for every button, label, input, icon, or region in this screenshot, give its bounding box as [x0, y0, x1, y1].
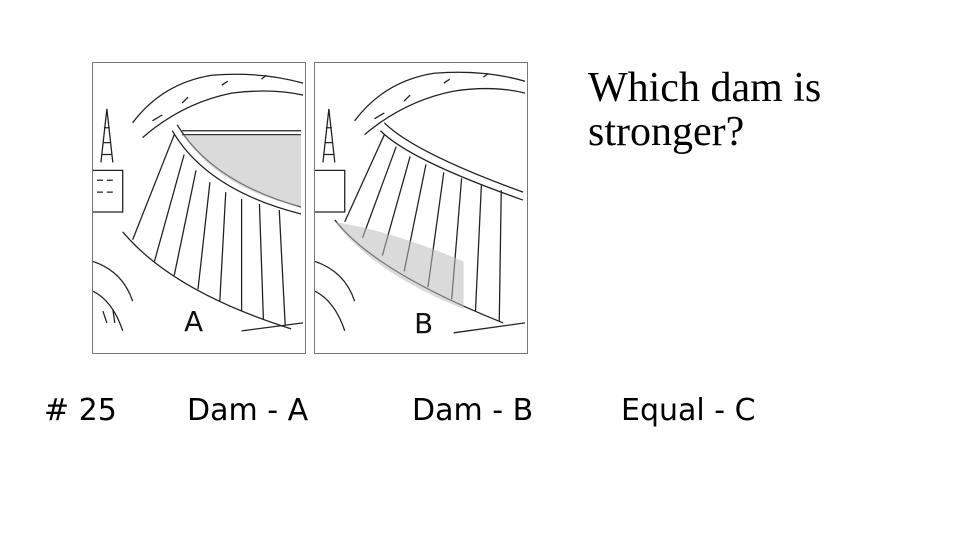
- dam-b-drawing: B: [315, 71, 526, 340]
- question-line-2: stronger?: [588, 109, 745, 155]
- option-dam-b[interactable]: Dam - B: [412, 393, 534, 428]
- dam-panel-b: B: [314, 62, 528, 354]
- question-number: # 25: [44, 393, 117, 428]
- question-line-1: Which dam is: [588, 65, 822, 111]
- dam-a-drawing: A: [93, 73, 304, 338]
- option-equal-c[interactable]: Equal - C: [621, 393, 756, 428]
- dam-a-label: A: [184, 305, 203, 338]
- dam-panel-a: A: [92, 62, 306, 354]
- dam-b-label: B: [414, 307, 433, 340]
- question-text: Which dam is stronger?: [588, 66, 918, 154]
- option-dam-a[interactable]: Dam - A: [187, 393, 309, 428]
- dam-illustration: A: [92, 62, 528, 354]
